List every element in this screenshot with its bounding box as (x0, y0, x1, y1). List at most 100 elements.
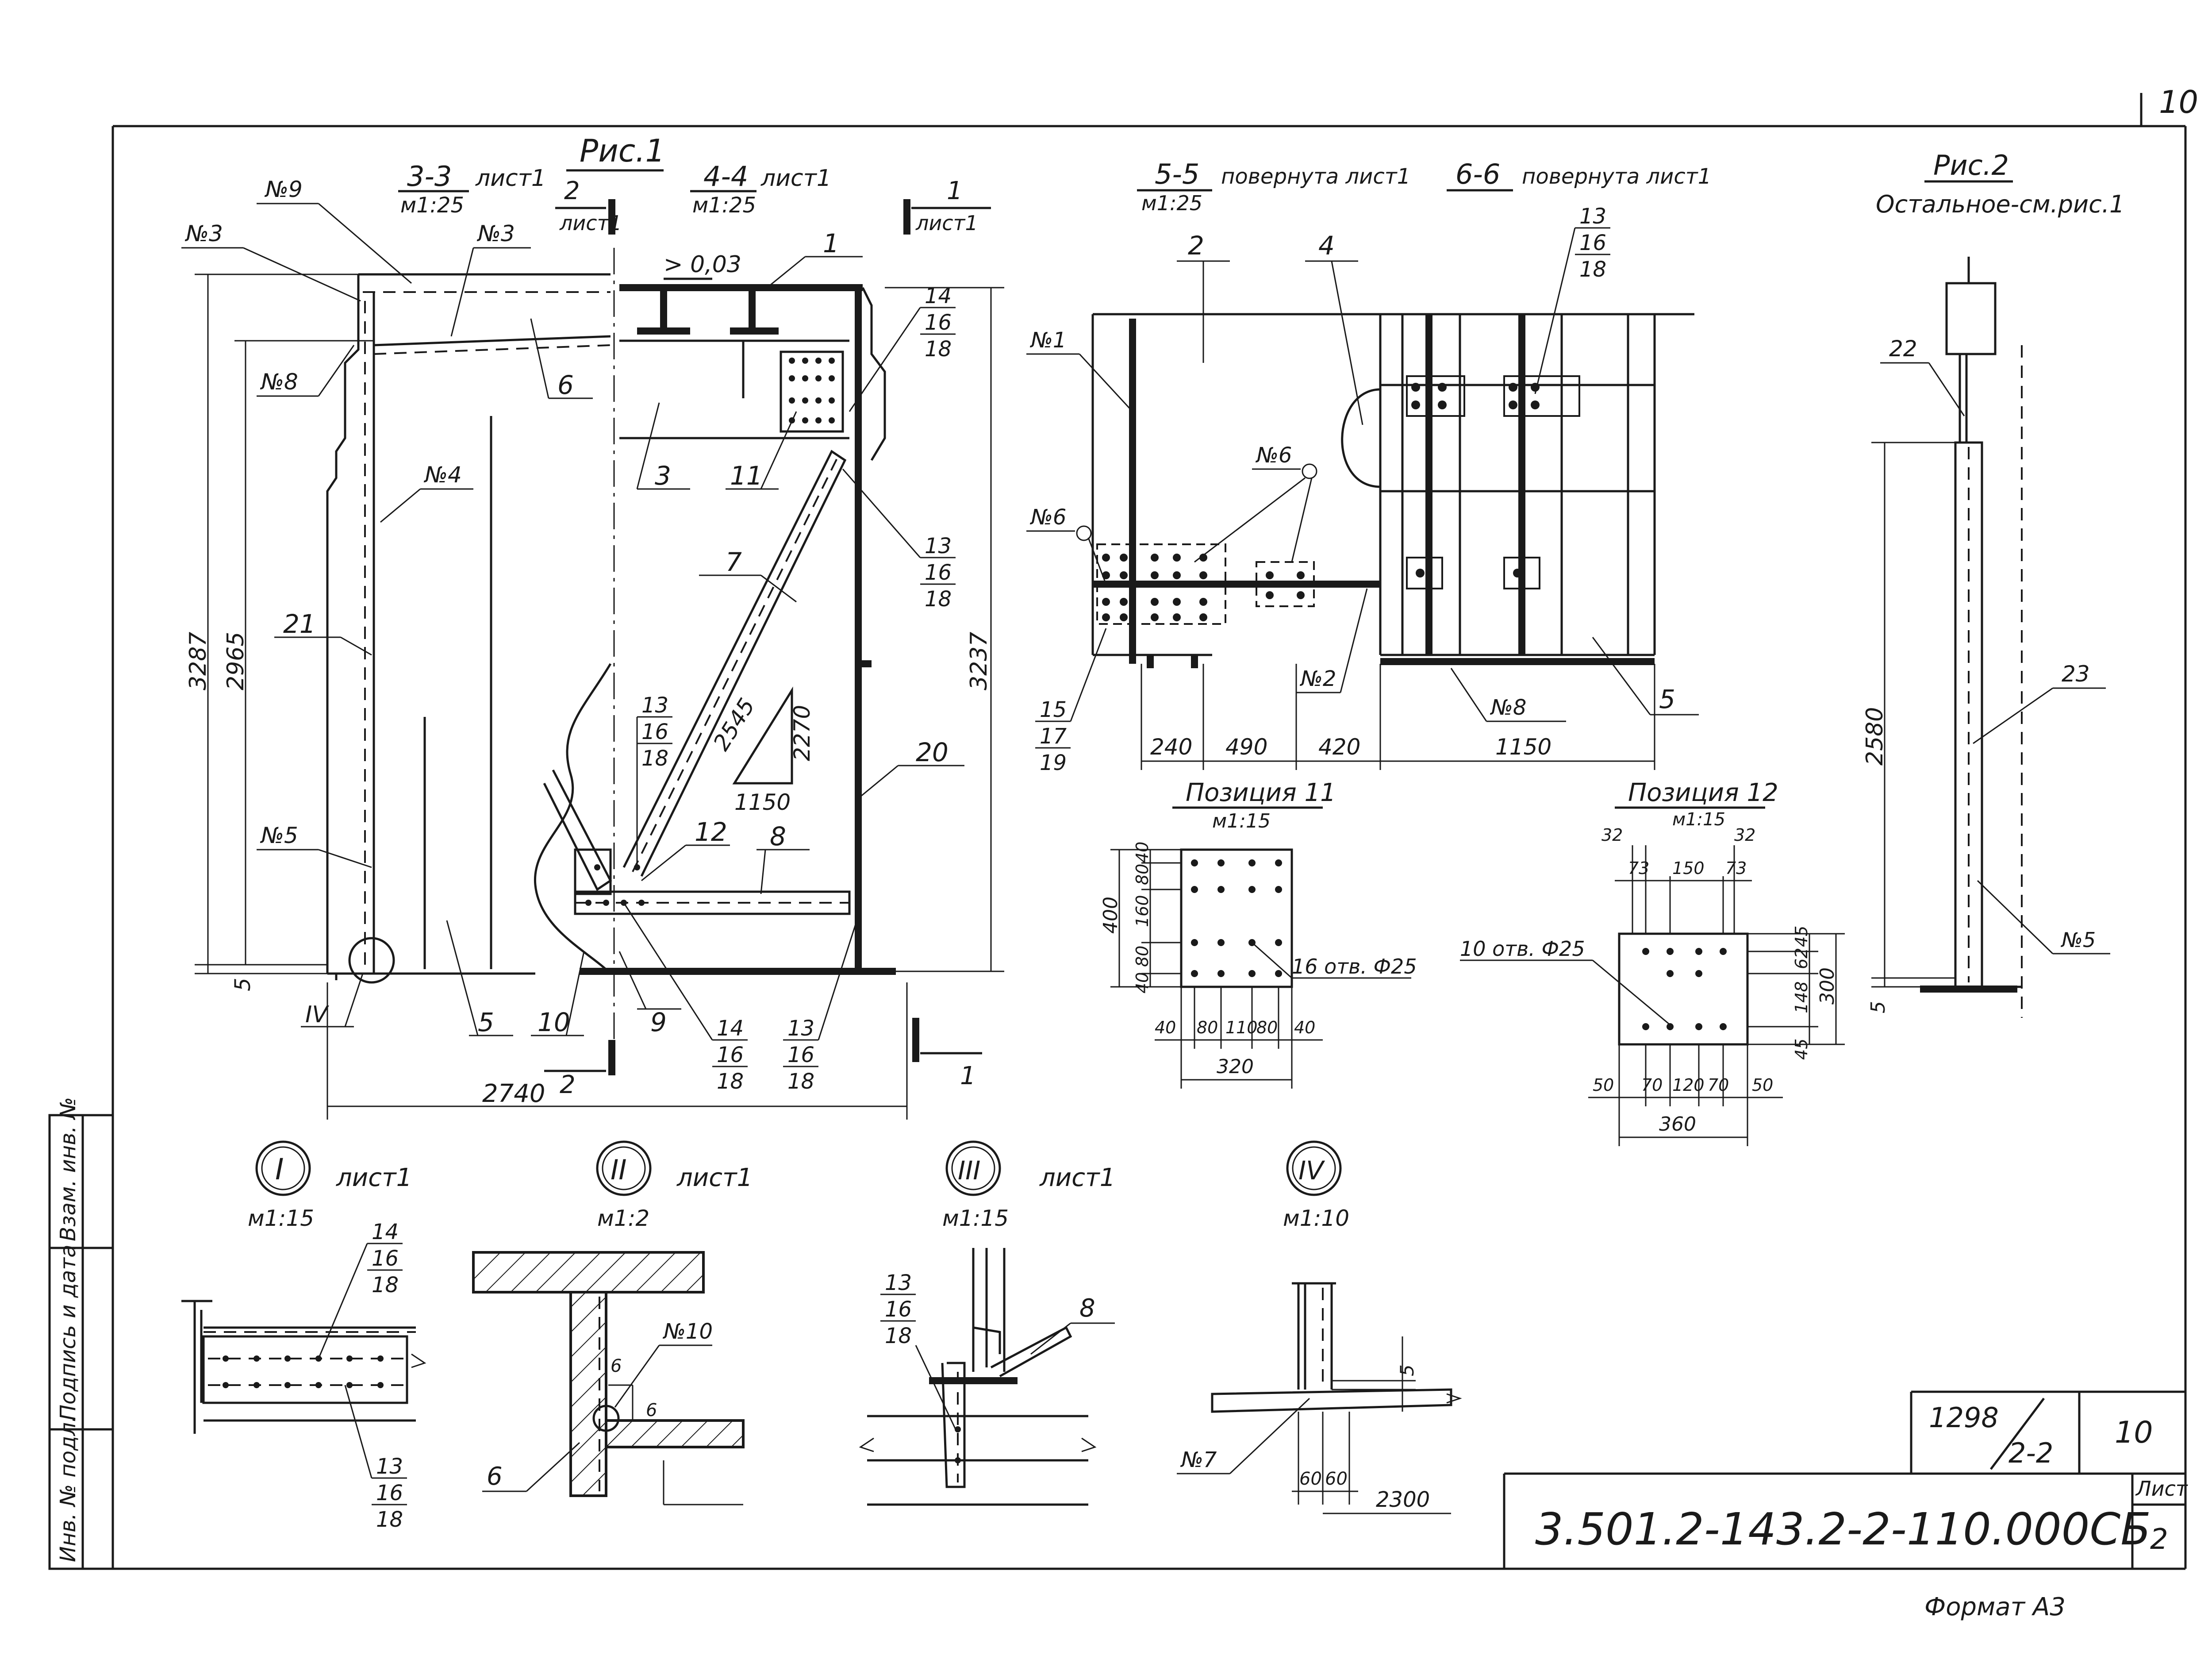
pos-12: 12 (695, 817, 727, 847)
title-num-bottom: 2-2 (2008, 1437, 2053, 1469)
pos12-hdim: 70 (1708, 1075, 1729, 1095)
pos11-hdim: 80 (1256, 1018, 1278, 1037)
section-4-4-ref: лист1 (760, 165, 831, 192)
sec55-pos-5: 5 (1659, 684, 1675, 714)
roof-slope: > 0,03 (664, 251, 741, 278)
stack-item: 18 (372, 1273, 399, 1297)
stamp-signature-date: Подпись и дата (56, 1244, 81, 1421)
plate-11-bolts (789, 358, 835, 423)
title-num-top: 1298 (1929, 1401, 1999, 1434)
pos12-scale: м1:15 (1672, 809, 1725, 830)
sec66-note: повернута лист1 (1522, 164, 1711, 189)
pos11-vdim: 40 (1133, 842, 1152, 863)
stack-item: 16 (925, 310, 952, 335)
fig2-subtitle: Остальное-см.рис.1 (1876, 190, 2124, 218)
detail-IV-scale: м1:10 (1283, 1205, 1349, 1231)
pos-10: 10 (538, 1007, 570, 1037)
weld-n8: №8 (260, 369, 298, 395)
section-4-4-label: 4-4 (703, 160, 748, 192)
triangle-vertical: 2270 (789, 705, 815, 761)
detail-I: I лист1 м1:15 14 16 18 13 16 18 (181, 1140, 426, 1532)
stack-item: 16 (717, 1043, 744, 1067)
pos11-hdim: 40 (1294, 1018, 1315, 1037)
pos12-holes: 10 отв. Ф25 (1460, 937, 1585, 961)
dim-240: 240 (1150, 734, 1192, 760)
triangle-horizontal: 1150 (734, 789, 791, 815)
pos12-vtotal: 300 (1816, 967, 1839, 1005)
stack-item: 14 (372, 1220, 399, 1244)
dim-1150: 1150 (1495, 734, 1551, 760)
fig1-dimensions: 3287 2965 5 3237 2740 (185, 273, 1004, 1120)
stack-item: 16 (885, 1297, 912, 1322)
weld-n3-left: №3 (184, 221, 223, 246)
stack-item: 18 (1579, 257, 1606, 282)
title-num-right: 10 (2115, 1415, 2153, 1450)
cut-1-bottom: 1 (960, 1062, 976, 1090)
stack-item: 16 (925, 560, 952, 585)
detail-I-stack-bottom: 13 16 18 (344, 1385, 407, 1532)
section-3-3-ref: лист1 (475, 165, 546, 192)
pos-1: 1 (823, 228, 839, 258)
pos-7: 7 (726, 547, 742, 577)
figure-2: Рис.2 Остальное-см.рис.1 22 23 №5 2580 5 (1862, 149, 2124, 1018)
pos11-hdim: 40 (1155, 1018, 1176, 1037)
stack-bottom-right: 13 16 18 (783, 916, 859, 1094)
dim-5: 5 (230, 978, 255, 991)
pos11-hdim: 110 (1225, 1018, 1258, 1037)
pos11-vdim: 80 (1133, 946, 1152, 967)
pos12-topdim: 32 (1734, 825, 1755, 845)
stack-center-mid: 13 16 18 (636, 693, 672, 867)
pos-8: 8 (770, 821, 786, 851)
sec55-pos-4: 4 (1318, 231, 1335, 261)
detail-IV-dim-60b: 60 (1325, 1469, 1348, 1489)
list-value: 2 (2150, 1523, 2168, 1556)
pos-5: 5 (478, 1007, 494, 1037)
sec55-stack-left: 15 17 19 (1035, 628, 1107, 775)
weld-n6-right: №6 (1255, 443, 1292, 468)
dim-2740: 2740 (482, 1079, 545, 1108)
detail-I-numeral: I (275, 1152, 284, 1186)
pos11-vdim: 80 (1133, 864, 1152, 885)
pos12-vdim: 45 (1792, 1039, 1811, 1060)
weld-n9: №9 (264, 177, 303, 202)
stamp-inv-podl: Инв. № подл. (56, 1416, 81, 1562)
pos-20: 20 (916, 737, 949, 767)
weld-n2: №2 (1299, 666, 1336, 691)
pos12-vdim: 62 (1792, 948, 1811, 969)
stack-item: 16 (787, 1043, 814, 1067)
weld-n5: №5 (260, 823, 298, 848)
fig2-dim-5: 5 (1867, 1001, 1889, 1013)
detail-II-ref: лист1 (676, 1163, 753, 1192)
detail-III-numeral: III (958, 1155, 980, 1186)
list-label: Лист (2135, 1477, 2188, 1501)
fig2-pos-23: 23 (2062, 661, 2090, 687)
detail-II-weld-6b: 6 (646, 1400, 657, 1421)
pos12-vdim: 148 (1792, 981, 1811, 1013)
stamp-vzam-inv: Взам. инв. № (56, 1097, 81, 1241)
pos11-htotal: 320 (1217, 1055, 1254, 1078)
pos-11: 11 (730, 461, 763, 491)
weld-n10: №10 (662, 1319, 713, 1344)
figure-1: Рис.1 3-3 лист1 м1:25 4-4 лист1 м1:25 2 … (181, 133, 1004, 1120)
stack-item: 18 (885, 1324, 912, 1348)
fig2-weld-n5: №5 (2060, 928, 2096, 952)
stack-item: 13 (885, 1270, 912, 1295)
stack-item: 14 (717, 1016, 744, 1041)
stack-item: 16 (372, 1246, 399, 1271)
dim-420: 420 (1318, 734, 1360, 760)
sec66-label: 6-6 (1455, 158, 1500, 190)
detail-II-numeral: II (611, 1154, 627, 1186)
pos11-hdim: 80 (1197, 1018, 1218, 1037)
pos12-title: Позиция 12 (1628, 778, 1778, 807)
detail-IV-numeral: IV (1298, 1155, 1325, 1186)
detail-III-scale: м1:15 (942, 1205, 1009, 1231)
sec55-pos-2: 2 (1188, 231, 1204, 261)
stack-item: 18 (641, 746, 668, 771)
detail-II: II лист1 м1:2 №10 6 6 6 (472, 1140, 753, 1505)
detail-IV: IV м1:10 5 №7 60 60 2300 (1177, 1140, 1462, 1514)
pos12-topdim: 32 (1601, 825, 1623, 845)
weld-n6-left: №6 (1029, 505, 1066, 530)
detail-IV-dim-60a: 60 (1299, 1469, 1322, 1489)
